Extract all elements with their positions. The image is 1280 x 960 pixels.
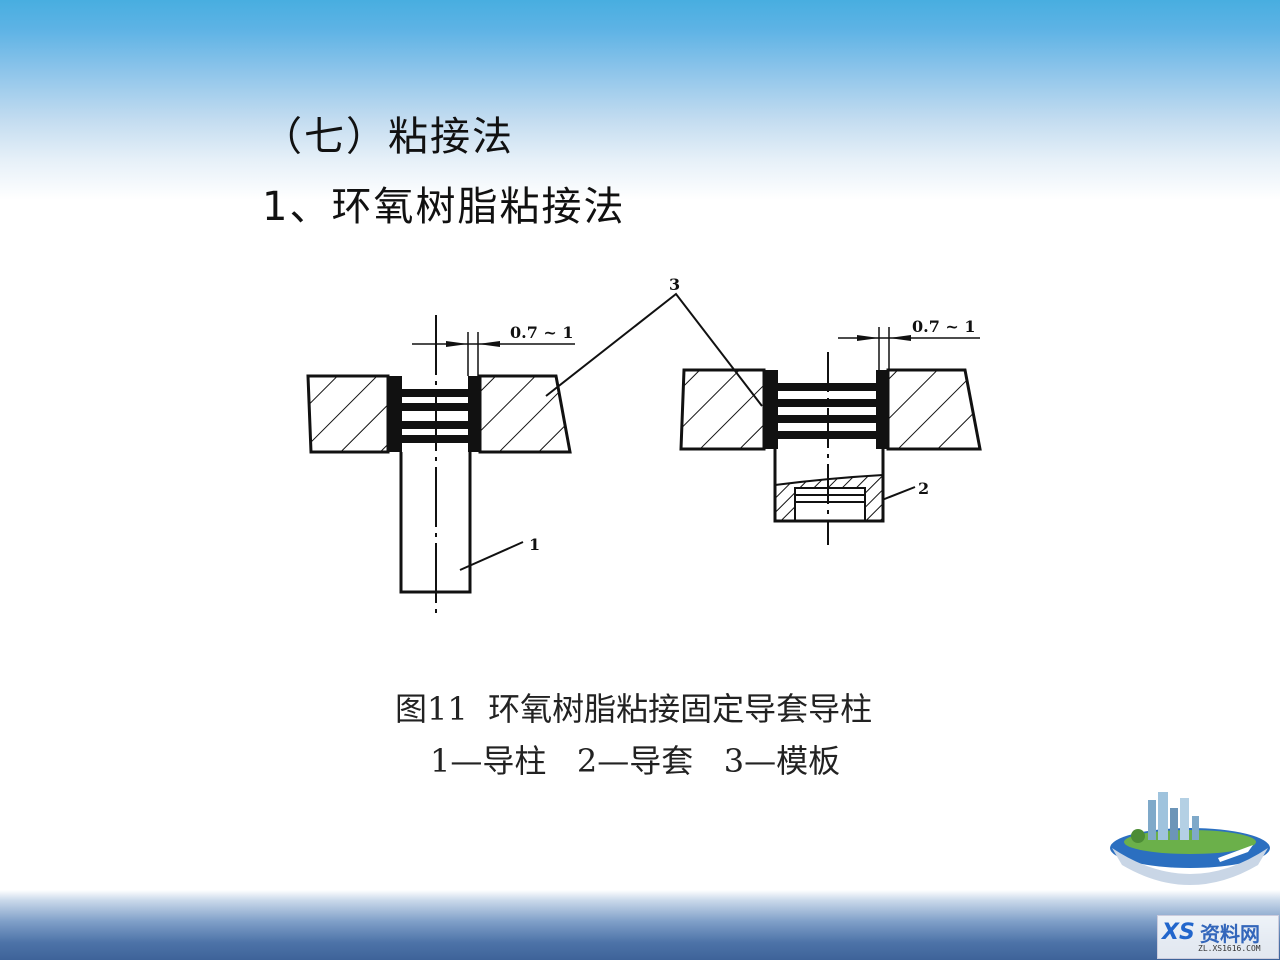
figure-caption: 图11 环氧树脂粘接固定导套导柱: [395, 690, 873, 728]
floating-island-city-decoration: [1110, 792, 1270, 885]
watermark-url: ZL.XS1616.COM: [1198, 944, 1261, 953]
epoxy-bonding-diagram: 0.7 ~ 1 0.7 ~ 1 3 2 1: [306, 275, 982, 615]
watermark-logo: XS: [1162, 920, 1195, 945]
dimension-label-left: 0.7 ~ 1: [510, 323, 574, 342]
subtitle: 1、环氧树脂粘接法: [262, 184, 626, 230]
watermark-badge: XS 资料网 ZL.XS1616.COM: [1157, 915, 1279, 959]
dimension-label-right: 0.7 ~ 1: [912, 317, 976, 336]
leader-line-3: [545, 292, 763, 407]
left-assembly-guide-pillar: [306, 315, 575, 615]
part-label-2: 2: [918, 479, 929, 498]
footer-sea-background: [0, 890, 1280, 960]
watermark-text: 资料网: [1200, 922, 1260, 946]
part-label-3: 3: [669, 275, 680, 294]
part-label-1: 1: [529, 535, 540, 554]
section-title: （七）粘接法: [262, 114, 514, 160]
figure-legend: 1—导柱 2—导套 3—模板: [430, 742, 841, 780]
header-gradient-background: [0, 0, 1280, 200]
right-assembly-guide-bush: [679, 327, 982, 545]
